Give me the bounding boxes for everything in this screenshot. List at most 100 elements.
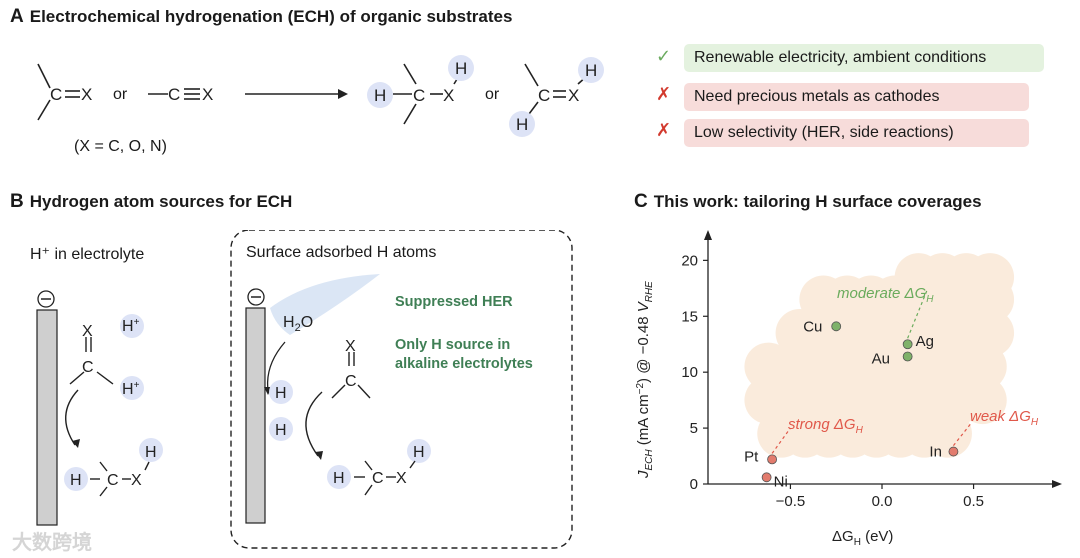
electrode-right [245,307,266,524]
svg-text:X: X [81,85,92,104]
svg-text:H: H [275,385,287,402]
or-text-2: or [485,86,500,103]
svg-text:C: C [168,85,180,104]
svg-text:C: C [50,85,62,104]
weak-annotation: weak ΔGH [970,408,1039,428]
point-label-pt: Pt [744,448,759,465]
water-wedge [270,274,380,335]
annotation-leader [952,422,973,446]
svg-text:X: X [345,338,356,355]
svg-text:X: X [396,470,407,487]
lattice-atom [966,253,1015,302]
panel-c-title: C This work: tailoring H surface coverage… [634,191,982,213]
svg-text:H: H [413,444,425,461]
lattice-atom [958,376,1007,425]
y-tick-label: 10 [681,364,698,381]
annotation-leader [771,427,791,454]
svg-text:H: H [333,470,345,487]
svg-text:C: C [538,86,550,105]
data-point-ag [902,339,913,350]
h-highlight [578,57,604,83]
svg-text:X: X [131,472,142,489]
h-source-note-line1: Only H source in [395,337,511,353]
h-source-note-line2: alkaline electrolytes [395,356,533,372]
annotation-leader [907,288,929,339]
lattice-atom [966,309,1015,358]
svg-text:C: C [82,359,94,376]
h-highlight [139,438,163,462]
panel-c-letter: C [634,191,648,212]
panel-a-title: A Electrochemical hydrogenation (ECH) of … [10,6,512,28]
x-tick-label: −0.5 [776,493,806,510]
y-axis-arrow [704,230,712,240]
svg-text:C: C [413,86,425,105]
point-label-cu: Cu [803,318,822,335]
cross-icon: ✗ [656,120,672,140]
svg-text:H: H [516,115,528,134]
svg-text:H: H [455,59,467,78]
svg-text:X: X [82,323,93,340]
svg-text:C: C [345,373,357,390]
y-tick-label: 5 [690,420,698,437]
svg-text:C: C [372,470,384,487]
panel-c-title-text: This work: tailoring H surface coverages [653,192,982,211]
strong-annotation: strong ΔGH [788,416,864,436]
panel-a-title-text: Electrochemical hydrogenation (ECH) of o… [29,7,513,26]
h-highlight [509,111,535,137]
h-highlight [407,439,431,463]
svg-text:X: X [443,86,454,105]
proton-source-label: H⁺ in electrolyte [30,246,145,263]
data-point-in [948,446,959,457]
svg-text:C: C [107,472,119,489]
negative-charge-icon [247,288,265,306]
svg-text:X: X [202,85,213,104]
point-label-au: Au [872,351,890,368]
check-icon: ✓ [656,46,672,66]
surface-h-box [230,230,573,549]
bond [37,63,51,89]
data-point-ni [761,472,772,483]
moderate-annotation: moderate ΔGH [837,285,934,305]
y-axis-label: JECH (mA cm−2) @ −0.48 VRHE [635,281,655,479]
svg-text:X: X [568,86,579,105]
x-axis-arrow [1052,480,1062,488]
point-label-ni: Ni [774,473,788,490]
panel-b-letter: B [10,191,24,212]
y-tick-label: 20 [681,252,698,269]
svg-text:H2O: H2O [283,314,313,334]
data-point-au [902,351,913,362]
watermark: 大数跨境 [12,532,92,554]
bond [37,99,51,121]
svg-text:H: H [145,444,157,461]
proton-bubble [120,314,144,338]
x-axis-label: ΔGH (eV) [832,528,893,548]
h-source-scheme: X C H+ H+ H C X H H2O X C H H H C [36,230,573,549]
h-highlight [64,467,88,491]
reaction-scheme: C X C X H C X H C X H H [37,55,604,137]
x-tick-label: 0.5 [963,493,984,510]
data-point-pt [767,454,778,465]
negative-charge-icon [37,290,55,308]
cross-icon: ✗ [656,84,672,104]
suppressed-her-note: Suppressed HER [395,294,513,310]
adsorbed-h [269,380,293,404]
h-highlight [448,55,474,81]
svg-text:H: H [70,472,82,489]
feature-precious-metals: Need precious metals as cathodes [684,83,1029,111]
surface-h-label: Surface adsorbed H atoms [246,244,437,261]
panel-a-letter: A [10,6,24,27]
proton-bubble [120,376,144,400]
x-tick-label: 0.0 [872,493,893,510]
svg-text:H: H [374,86,386,105]
data-point-cu [831,321,842,332]
feature-low-selectivity: Low selectivity (HER, side reactions) [684,119,1029,147]
x-definition: (X = C, O, N) [74,138,167,155]
h-highlight [367,82,393,108]
panel-b-title: B Hydrogen atom sources for ECH [10,191,292,213]
or-text-1: or [113,86,128,103]
y-tick-label: 0 [690,476,698,493]
svg-text:H: H [275,422,287,439]
feature-renewable: Renewable electricity, ambient condition… [684,44,1044,72]
panel-b-title-text: Hydrogen atom sources for ECH [29,192,293,211]
